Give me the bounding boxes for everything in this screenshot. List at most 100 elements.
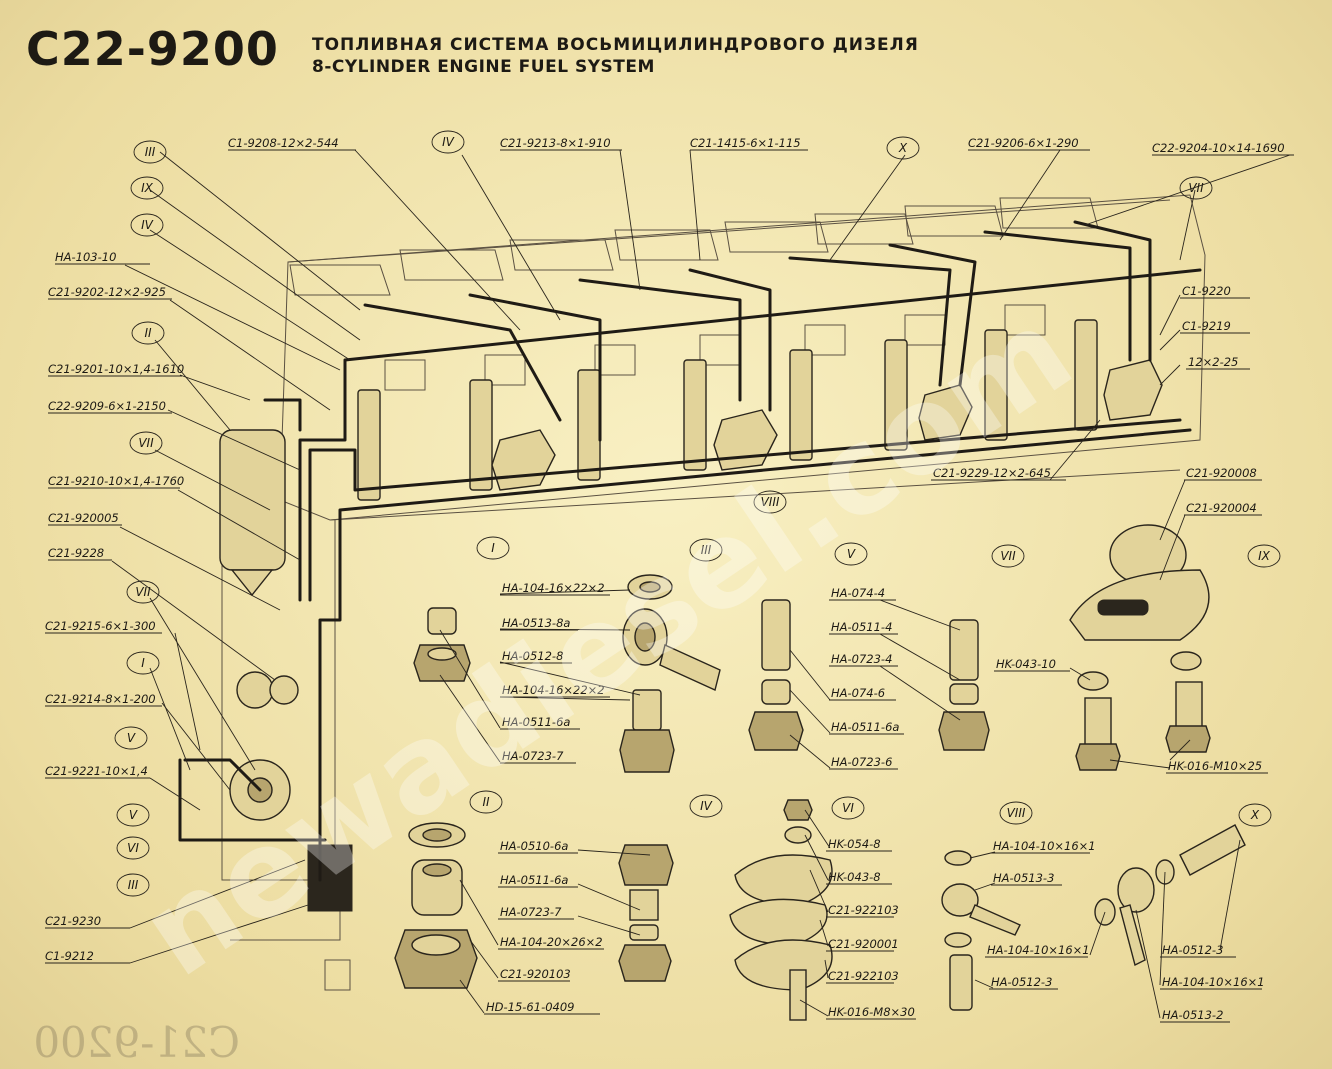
detail-group-3 [619, 574, 721, 773]
label-top-0: C1-9208-12×2-544 [228, 136, 339, 150]
svg-text:VIII: VIII [761, 495, 780, 509]
svg-text:IV: IV [442, 135, 455, 149]
svg-text:HA-0723-4: HA-0723-4 [831, 652, 892, 666]
label-right-5: C21-920004 [1186, 501, 1257, 515]
label-top-3: C21-9206-6×1-290 [968, 136, 1079, 150]
svg-text:HA-0512-3: HA-0512-3 [991, 975, 1052, 989]
svg-text:HA-104-20×26×2: HA-104-20×26×2 [500, 935, 603, 949]
svg-text:III: III [128, 878, 139, 892]
detail-labels-g2: HA-0510-6a HA-0511-6a HA-0723-7 HA-104-2… [484, 839, 604, 1015]
svg-text:HK-043-10: HK-043-10 [996, 657, 1056, 671]
svg-text:I: I [491, 541, 495, 555]
svg-text:IV: IV [700, 799, 713, 813]
label-top-1: C21-9213-8×1-910 [500, 136, 611, 150]
filter-assembly [219, 429, 353, 912]
detail-group-10 [1094, 824, 1246, 967]
detail-group-6 [729, 799, 833, 1021]
svg-text:C21-920001: C21-920001 [828, 937, 899, 951]
label-top-4: C22-9204-10×14-1690 [1152, 141, 1285, 155]
right-labels: C1-9220 C1-9219 12×2-25 C21-9229-12×2-64… [931, 284, 1262, 516]
svg-text:HA-0723-6: HA-0723-6 [831, 755, 892, 769]
detail-group-1 [413, 607, 471, 682]
roman-markers: III IX IV II VII VII I V V VI III IV X V… [114, 130, 1281, 897]
svg-text:VI: VI [127, 841, 139, 855]
svg-text:VII: VII [1188, 181, 1204, 195]
mirrored-code: C21-9200 [33, 1018, 240, 1067]
svg-text:HA-0511-4: HA-0511-4 [831, 620, 892, 634]
svg-text:HA-104-10×16×1: HA-104-10×16×1 [987, 943, 1090, 957]
svg-text:HA-0511-6a: HA-0511-6a [831, 720, 899, 734]
label-left-10: C21-9230 [45, 914, 101, 928]
svg-text:HA-0513-2: HA-0513-2 [1162, 1008, 1223, 1022]
detail-labels-g8: HA-104-10×16×1 HA-0513-3 HA-104-10×16×1 … [985, 839, 1096, 990]
engine-outline [221, 194, 1206, 991]
detail-group-2 [394, 822, 478, 989]
svg-text:V: V [847, 547, 856, 561]
label-right-0: C1-9220 [1182, 284, 1231, 298]
label-left-3: C22-9209-6×1-2150 [48, 399, 166, 413]
svg-text:VII: VII [135, 585, 151, 599]
detail-group-5 [748, 599, 804, 751]
svg-text:X: X [1250, 808, 1260, 822]
svg-text:HA-104-10×16×1: HA-104-10×16×1 [993, 839, 1096, 853]
label-left-9: C21-9221-10×1,4 [45, 764, 148, 778]
label-right-3: C21-9229-12×2-645 [933, 466, 1051, 480]
label-right-4: C21-920008 [1186, 466, 1257, 480]
svg-text:HA-0513-3: HA-0513-3 [993, 871, 1054, 885]
svg-text:HA-074-6: HA-074-6 [831, 686, 885, 700]
svg-text:VI: VI [842, 801, 854, 815]
detail-group-9 [1069, 524, 1210, 641]
detail-group-4 [618, 844, 674, 982]
svg-text:II: II [482, 795, 490, 809]
svg-text:HK-043-8: HK-043-8 [828, 870, 881, 884]
label-left-0: HA-103-10 [55, 250, 116, 264]
svg-text:HA-0512-3: HA-0512-3 [1162, 943, 1223, 957]
top-labels: C1-9208-12×2-544 C21-9213-8×1-910 C21-14… [228, 136, 1294, 156]
marker-roman-top-left: III [133, 140, 167, 164]
label-left-11: C1-9212 [45, 949, 94, 963]
label-left-2: C21-9201-10×1,4-1610 [48, 362, 184, 376]
svg-text:C21-922103: C21-922103 [828, 903, 899, 917]
svg-text:HA-074-4: HA-074-4 [831, 586, 885, 600]
fuel-pipes [178, 220, 1202, 882]
title-english: 8-CYLINDER ENGINE FUEL SYSTEM [312, 57, 655, 77]
label-left-8: C21-9214-8×1-200 [45, 692, 156, 706]
svg-text:V: V [129, 808, 138, 822]
svg-text:HA-0513-8a: HA-0513-8a [502, 616, 570, 630]
svg-text:III: III [701, 543, 712, 557]
label-left-4: C21-9210-10×1,4-1760 [48, 474, 184, 488]
detail-labels-g5: HA-074-4 HA-0511-4 HA-0723-4 HA-074-6 HA… [829, 586, 904, 770]
detail-group-8 [941, 850, 1021, 1011]
svg-text:VII: VII [138, 436, 154, 450]
svg-text:V: V [127, 731, 136, 745]
svg-text:HA-0723-7: HA-0723-7 [502, 749, 564, 763]
left-labels: HA-103-10 C21-9202-12×2-925 C21-9201-10×… [45, 250, 184, 964]
label-left-5: C21-920005 [48, 511, 119, 525]
leader-lines [111, 149, 1291, 1019]
svg-text:II: II [144, 326, 152, 340]
svg-text:III: III [145, 145, 156, 159]
svg-text:C21-922103: C21-922103 [828, 969, 899, 983]
svg-text:C21-920103: C21-920103 [500, 967, 571, 981]
label-right-2: 12×2-25 [1188, 355, 1238, 369]
svg-text:HK-016-M8×30: HK-016-M8×30 [828, 1005, 915, 1019]
title-russian: ТОПЛИВНАЯ СИСТЕМА ВОСЬМИЦИЛИНДРОВОГО ДИЗ… [312, 35, 919, 55]
label-left-1: C21-9202-12×2-925 [48, 285, 166, 299]
svg-text:HA-0511-6a: HA-0511-6a [502, 715, 570, 729]
detail-labels-g3: HA-104-16×22×2 HA-0513-8a HA-0512-8 HA-1… [500, 581, 610, 764]
svg-text:HA-0510-6a: HA-0510-6a [500, 839, 568, 853]
svg-text:VII: VII [1000, 549, 1016, 563]
detail-group-7 [938, 619, 1211, 771]
svg-text:HA-104-10×16×1: HA-104-10×16×1 [1162, 975, 1265, 989]
label-top-2: C21-1415-6×1-115 [690, 136, 801, 150]
label-left-6: C21-9228 [48, 546, 104, 560]
label-left-7: C21-9215-6×1-300 [45, 619, 156, 633]
detail-labels-g7: HK-043-10 HK-016-M10×25 [994, 657, 1268, 774]
svg-text:HK-016-M10×25: HK-016-M10×25 [1168, 759, 1262, 773]
svg-text:VIII: VIII [1007, 806, 1026, 820]
detail-labels-g6: HK-054-8 HK-043-8 C21-922103 C21-920001 … [826, 837, 916, 1020]
svg-text:I: I [141, 656, 145, 670]
svg-text:X: X [898, 141, 908, 155]
